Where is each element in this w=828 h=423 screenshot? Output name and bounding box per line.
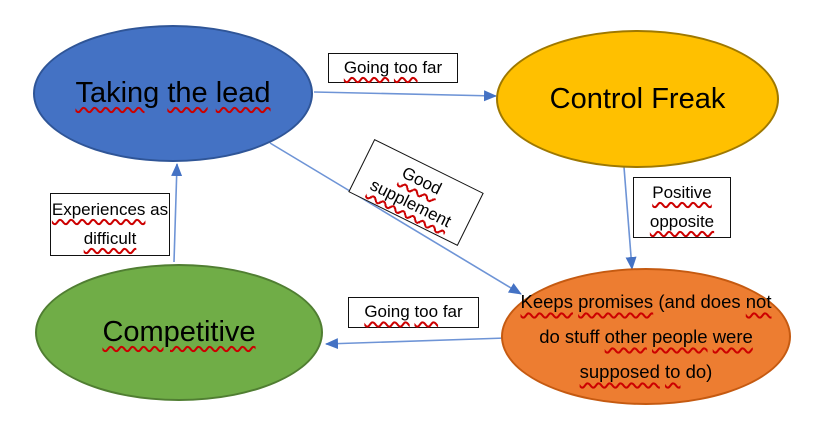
arrow-keeps-promises-to-competitive[interactable] — [325, 337, 507, 350]
label-going-too-far-bottom[interactable]: Going too far — [348, 297, 479, 328]
node-label-taking-the-lead: Taking the lead — [75, 77, 271, 110]
node-label-keeps-promises: Keeps promises (and does not do stuff ot… — [520, 290, 772, 383]
label-text-positive-opposite: Positive opposite — [649, 182, 715, 231]
label-text-going-too-far-top: Going too far — [343, 57, 443, 77]
node-competitive[interactable]: Competitive — [35, 264, 323, 401]
node-keeps-promises[interactable]: Keeps promises (and does not do stuff ot… — [501, 268, 791, 405]
label-text-experiences-as-difficult: Experiences as difficult — [51, 199, 169, 248]
node-label-control-freak: Control Freak — [549, 82, 726, 115]
arrow-lead-to-control-freak[interactable] — [313, 90, 497, 102]
label-experiences-as-difficult[interactable]: Experiences as difficult — [50, 193, 170, 256]
label-going-too-far-top[interactable]: Going too far — [328, 53, 458, 83]
label-text-going-too-far-bottom: Going too far — [364, 302, 463, 322]
arrow-competitive-to-lead[interactable] — [171, 163, 183, 263]
arrow-control-freak-to-keeps-promises[interactable] — [623, 166, 637, 270]
label-positive-opposite[interactable]: Positive opposite — [633, 177, 731, 238]
node-label-competitive: Competitive — [102, 316, 256, 349]
node-control-freak[interactable]: Control Freak — [496, 30, 779, 168]
arrow-lead-to-keeps-promises[interactable] — [269, 142, 522, 295]
node-taking-the-lead[interactable]: Taking the lead — [33, 25, 313, 162]
